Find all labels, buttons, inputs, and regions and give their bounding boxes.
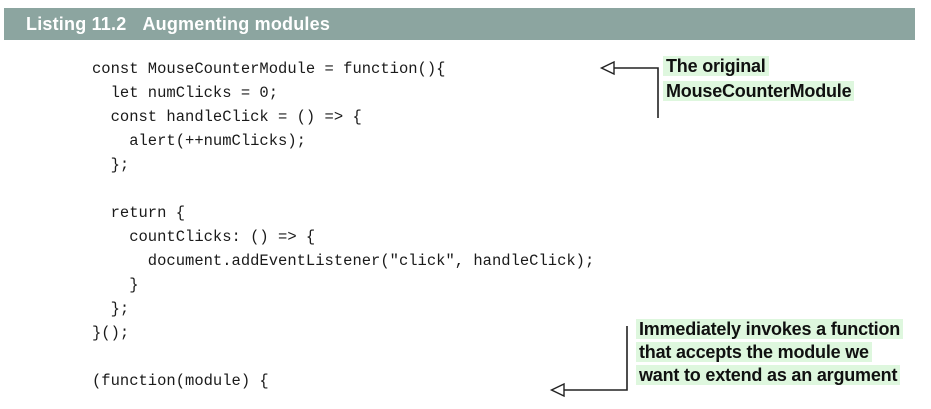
listing-header-bar: Listing 11.2 Augmenting modules <box>4 8 915 40</box>
annotation-row: MouseCounterModule <box>663 79 855 104</box>
annotation-row: want to extend as an argument <box>636 364 903 387</box>
annotation-line: that accepts the module we <box>636 342 872 362</box>
annotation-line: Immediately invokes a function <box>636 319 904 339</box>
annotation-line: want to extend as an argument <box>636 365 901 385</box>
annotation-row: Immediately invokes a function <box>636 318 904 341</box>
annotation-line: The original <box>663 56 769 76</box>
listing-title: Augmenting modules <box>142 13 331 34</box>
annotation-row: The original <box>663 54 854 79</box>
code-block: const MouseCounterModule = function(){ l… <box>92 60 595 390</box>
listing-number: Listing 11.2 <box>26 13 127 34</box>
annotation-iife-extend: Immediately invokes a function that accep… <box>636 318 904 387</box>
annotation-line: MouseCounterModule <box>663 81 855 101</box>
left-open-triangle-arrowhead-icon <box>599 60 615 76</box>
callout-arrow-original-module <box>599 60 659 118</box>
annotation-row: that accepts the module we <box>636 341 903 364</box>
